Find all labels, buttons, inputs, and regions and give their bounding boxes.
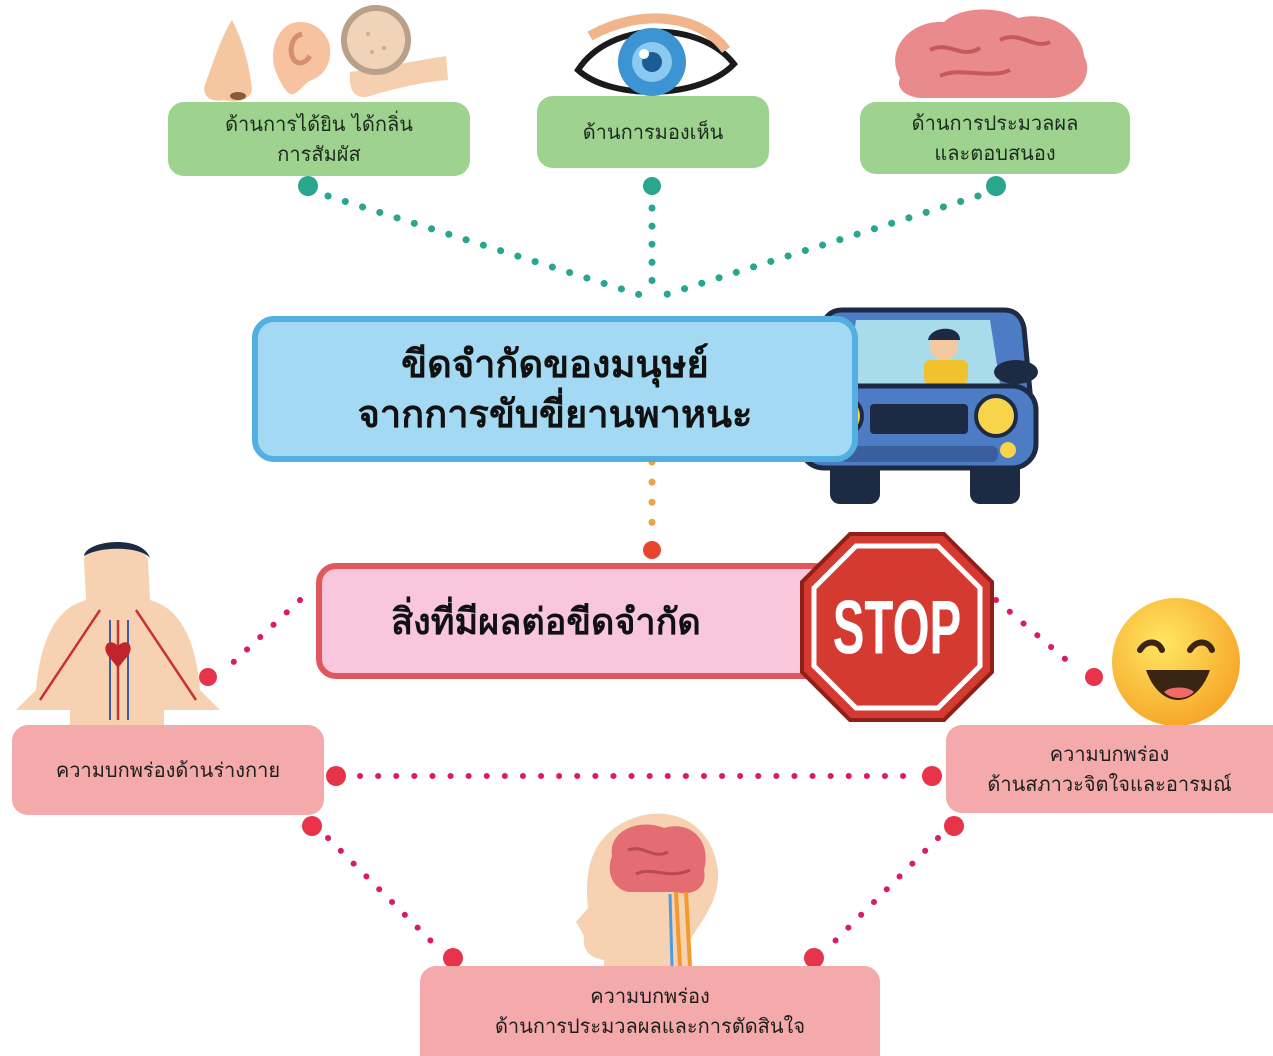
head-brain-icon xyxy=(576,813,719,980)
body-circulatory-icon xyxy=(16,541,220,730)
hand-skin-icon xyxy=(341,5,448,97)
main-title-box: ขีดจำกัดของมนุษย์ จากการขับขี่ยานพาหนะ xyxy=(252,316,858,462)
emotional-line1: ความบกพร่อง xyxy=(1049,742,1170,766)
processing-deficit-line1: ความบกพร่อง xyxy=(590,984,710,1008)
factors-title: สิ่งที่มีผลต่อขีดจำกัด xyxy=(391,601,701,643)
physical-deficit-box: ความบกพร่องด้านร่างกาย xyxy=(12,725,324,815)
emotional-deficit-box: ความบกพร่อง ด้านสภาวะจิตใจและอารมณ์ xyxy=(946,725,1273,813)
nose-icon xyxy=(204,20,252,102)
brain-icon xyxy=(895,9,1088,99)
processing-deficit-box: ความบกพร่อง ด้านการประมวลผลและการตัดสินใ… xyxy=(420,966,880,1056)
car-driver-icon xyxy=(797,307,1039,504)
processing-response-box: ด้านการประมวลผล และตอบสนอง xyxy=(860,102,1130,174)
processing-deficit-line2: ด้านการประมวลผลและการตัดสินใจ xyxy=(494,1014,806,1038)
main-title-line1: ขีดจำกัดของมนุษย์ xyxy=(401,342,709,386)
main-title-line2: จากการขับขี่ยานพาหนะ xyxy=(357,392,753,436)
ear-icon xyxy=(273,22,331,95)
processing-box-line2: และตอบสนอง xyxy=(934,141,1056,165)
physical-deficit-label: ความบกพร่องด้านร่างกาย xyxy=(55,758,281,782)
hearing-box-line2: การสัมผัส xyxy=(277,142,361,166)
smiley-face-icon xyxy=(1112,598,1240,726)
teal-connectors xyxy=(298,176,1006,196)
hearing-box-line1: ด้านการได้ยิน ได้กลิ่น xyxy=(225,112,413,136)
processing-box-line1: ด้านการประมวลผล xyxy=(911,111,1079,135)
vision-box: ด้านการมองเห็น xyxy=(537,96,769,168)
eye-icon xyxy=(574,13,738,96)
hearing-smell-touch-box: ด้านการได้ยิน ได้กลิ่น การสัมผัส xyxy=(168,102,470,176)
factors-box: สิ่งที่มีผลต่อขีดจำกัด xyxy=(316,563,836,679)
vision-box-label: ด้านการมองเห็น xyxy=(582,120,724,144)
emotional-line2: ด้านสภาวะจิตใจและอารมณ์ xyxy=(987,772,1232,796)
